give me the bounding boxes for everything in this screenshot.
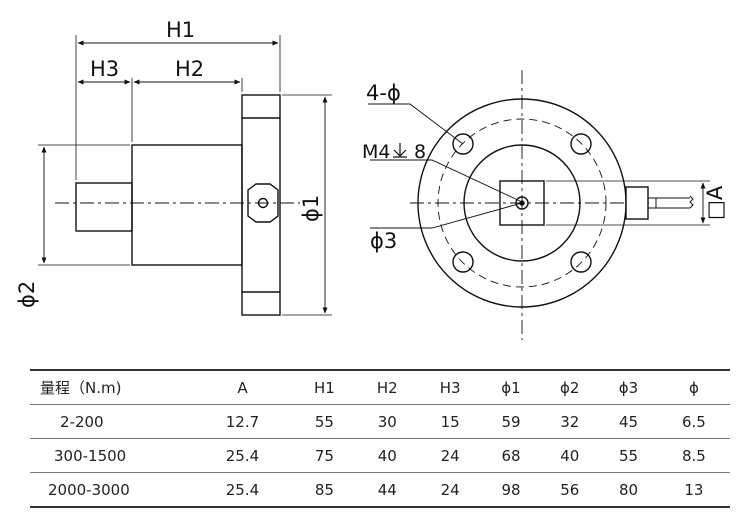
table-cell: 2000-3000: [48, 480, 130, 499]
table-row: 2000-3000 25.4 85 44 24 98 56 80 13: [30, 473, 730, 507]
table-cell: 25.4: [225, 480, 260, 499]
body: [131, 144, 243, 266]
table-cell: 25.4: [225, 446, 260, 465]
label-phi2: ϕ2: [15, 281, 39, 308]
header-a: A: [237, 378, 248, 397]
bolt-hole-icon: [570, 133, 592, 155]
header-h3: H3: [439, 378, 461, 397]
table-cell: 56: [560, 480, 580, 499]
table-cell: 13: [684, 480, 704, 499]
table-cell: 6.5: [682, 412, 706, 431]
depth-symbol-icon: [393, 143, 407, 158]
table-cell: 75: [314, 446, 334, 465]
label-thread-depth: 8: [414, 141, 426, 163]
table-cell: 40: [560, 446, 580, 465]
table-cell: 45: [618, 412, 639, 431]
label-h2: H2: [175, 57, 204, 81]
table-header-row: 量程（N.m) A H1 H2 H3 ϕ1 ϕ2 ϕ3 ϕ: [30, 370, 730, 405]
header-h1: H1: [313, 378, 335, 397]
header-phi: ϕ: [688, 378, 699, 397]
header-phi3: ϕ3: [618, 378, 639, 397]
front-view: [368, 70, 710, 340]
label-thread: M4: [362, 141, 390, 163]
bolt-circle: [437, 118, 607, 288]
header-phi2: ϕ2: [560, 378, 580, 397]
flange: [241, 94, 281, 316]
table-cell: 24: [440, 446, 460, 465]
table-cell: 2-200: [60, 412, 104, 431]
bolt-hole-icon: [570, 251, 592, 273]
label-h3: H3: [90, 57, 119, 81]
bolt-hole-icon: [452, 251, 474, 273]
side-view: [38, 35, 332, 316]
table-cell: 40: [377, 446, 397, 465]
table-cell: 15: [440, 412, 460, 431]
label-hole: 4-ϕ: [366, 81, 401, 105]
table-row: 300-1500 25.4 75 40 24 68 40 55 8.5: [30, 439, 730, 473]
table-cell: 12.7: [225, 412, 260, 431]
center-threaded-hole-icon: [515, 196, 529, 210]
label-h1: H1: [166, 18, 195, 42]
header-range: 量程（N.m): [40, 379, 122, 397]
body-circle: [463, 144, 581, 262]
header-phi1: ϕ1: [501, 378, 521, 397]
cable-connector: [625, 186, 649, 220]
table-cell: 59: [501, 412, 521, 431]
label-square-a: □A: [703, 185, 727, 220]
label-phi3: ϕ3: [370, 229, 397, 253]
header-h2: H2: [376, 378, 398, 397]
table-cell: 80: [618, 480, 639, 499]
table-cell: 300-1500: [54, 446, 127, 465]
table-cell: 24: [440, 480, 460, 499]
table-cell: 55: [618, 446, 639, 465]
table-cell: 8.5: [682, 446, 706, 465]
table-cell: 85: [314, 480, 334, 499]
spec-table: 量程（N.m) A H1 H2 H3 ϕ1 ϕ2 ϕ3 ϕ 2-200 12.7…: [30, 369, 730, 508]
label-phi1: ϕ1: [299, 195, 323, 222]
table-cell: 30: [377, 412, 397, 431]
square-drive: [499, 180, 545, 226]
table-cell: 98: [501, 480, 521, 499]
table-cell: 55: [314, 412, 334, 431]
technical-drawing: H1 H3 H2 ϕ2 ϕ1 4: [15, 18, 727, 340]
table-cell: 44: [377, 480, 397, 499]
table-cell: 32: [560, 412, 580, 431]
table-cell: 68: [501, 446, 521, 465]
shaft: [75, 182, 133, 232]
bolt-hole-icon: [452, 133, 474, 155]
table-row: 2-200 12.7 55 30 15 59 32 45 6.5: [30, 405, 730, 439]
